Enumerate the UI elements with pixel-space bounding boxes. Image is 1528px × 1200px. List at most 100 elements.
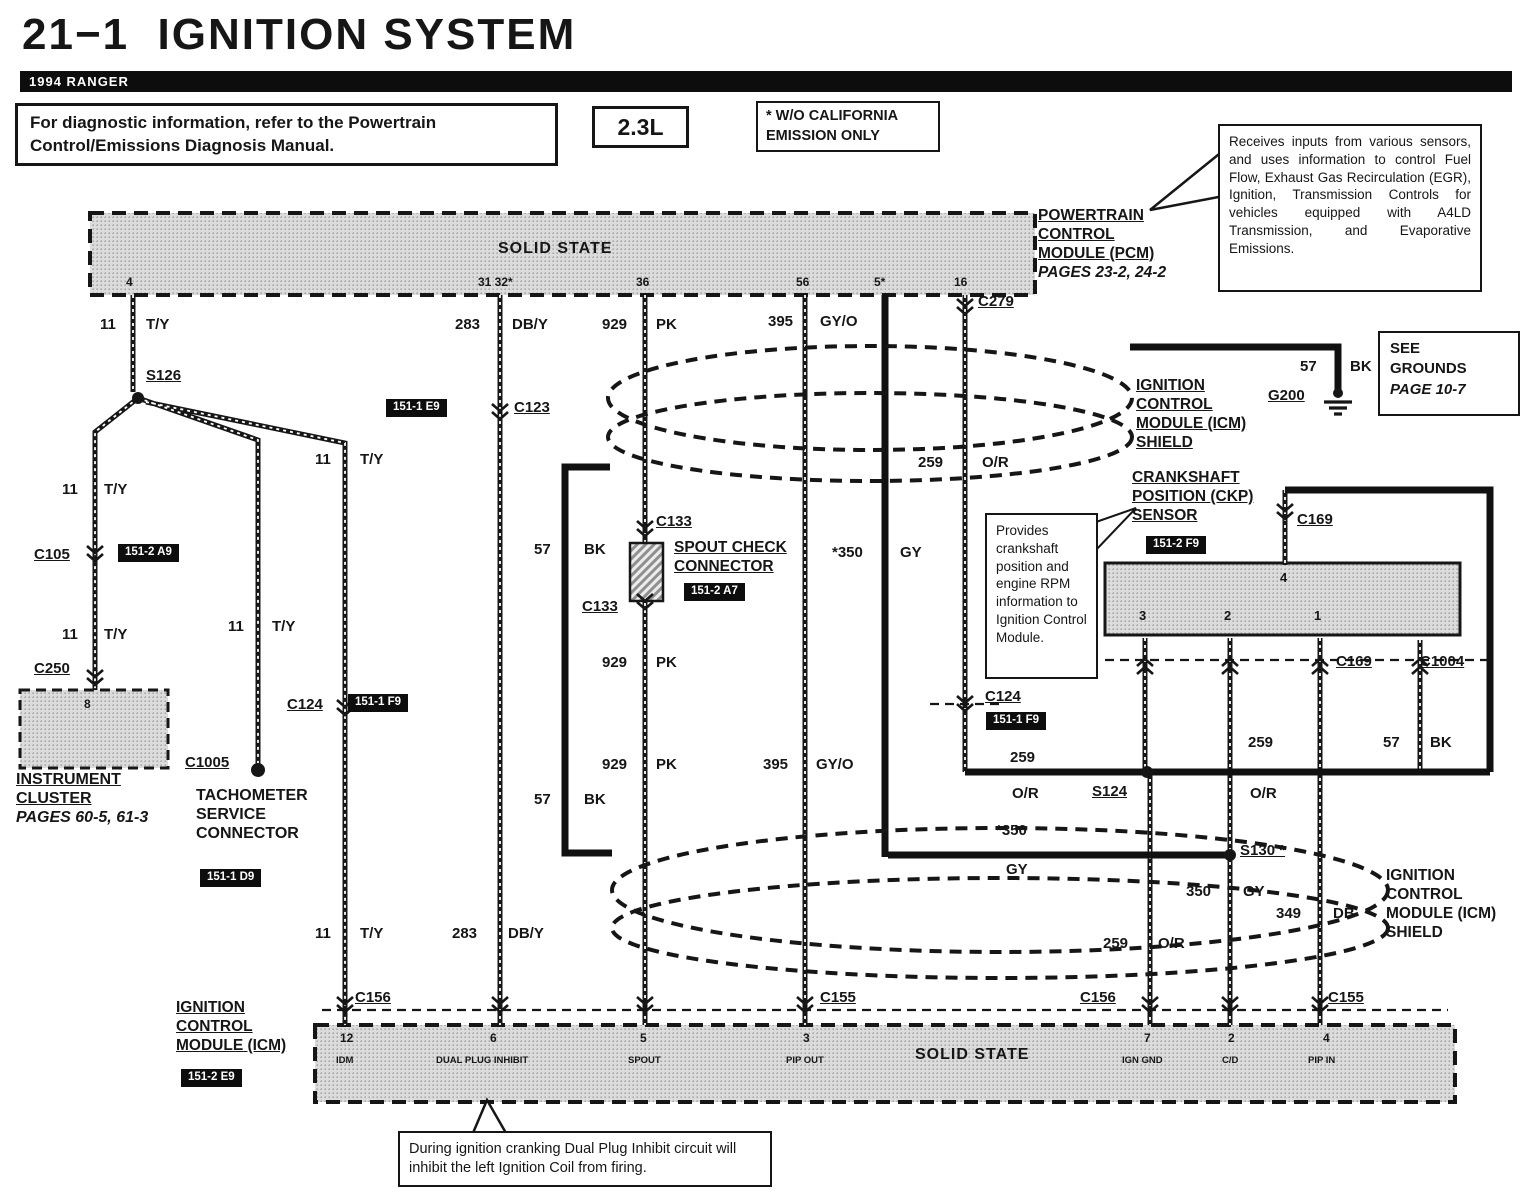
wire-label: BK [584,791,606,808]
wire-label: GY/O [820,313,858,330]
instrument-cluster-box [18,688,170,770]
connector-c155-left: C155 [820,989,856,1006]
wire-label: O/R [1158,935,1185,952]
pcm-pin-5: 5* [874,275,886,289]
pcm-pin-56: 56 [796,275,810,289]
connector-c155-right: C155 [1328,989,1364,1006]
c124-left-grid-ref: 151-1 F9 [348,694,409,712]
connector-c124-right: C124 [985,688,1021,705]
icm-pin-2: 2 [1228,1031,1235,1045]
icm-pin-name-dual-plug-inhibit: DUAL PLUG INHIBIT [436,1055,529,1066]
icm-pin-name-cd: C/D [1222,1055,1239,1066]
icm-solid-state-label: SOLID STATE [915,1046,1030,1063]
wire-label: DB [1333,905,1355,922]
wire-label: 57 [1300,358,1317,375]
ckp-note-pointer [1095,507,1137,553]
wire-label: 349 [1276,905,1302,922]
wire-label: DB/Y [508,925,544,942]
wire-label: GY/O [816,756,854,773]
connector-lines [322,658,1490,1012]
splice-s126: S126 [146,367,182,384]
connector-c169-top: C169 [1297,511,1333,528]
wire-label: BK [1430,734,1452,751]
connector-c1005: C1005 [185,754,230,771]
connector-c133-bottom: C133 [582,598,618,615]
engine-size-box: 2.3L [592,106,689,148]
wire-label: 259 [1010,749,1036,766]
ckp-pin-2: 2 [1224,608,1232,623]
connector-c156-right: C156 [1080,989,1116,1006]
cluster-pin-8: 8 [84,697,91,711]
c105-grid-ref: 151-2 A9 [118,544,179,562]
wire-label: 259 [918,454,944,471]
grounds-line-3: PAGE 10-7 [1390,380,1466,398]
ckp-pin-1: 1 [1314,608,1322,623]
wire-label: 283 [455,316,481,333]
emission-line-1: * W/O CALIFORNIA [766,108,899,124]
icm-pin-name-ign-gnd: IGN GND [1122,1055,1163,1066]
wire-label: 11 [100,316,116,333]
icm-pin-name-idm: IDM [336,1055,354,1066]
pcm-pin-36: 36 [636,275,650,289]
wire-label: DB/Y [512,316,548,333]
grounds-line-1: SEE [1390,340,1421,357]
icm-pin-name-spout: SPOUT [628,1055,661,1066]
wire-label: PK [656,654,677,671]
icm-grid-ref: 151-2 E9 [181,1069,242,1087]
ckp-pin-4: 4 [1280,570,1288,585]
icm-pin-5: 5 [640,1031,647,1045]
emission-line-2: EMISSION ONLY [766,128,880,145]
emission-note: * W/O CALIFORNIA EMISSION ONLY [756,101,940,152]
page-title: 21−1 IGNITION SYSTEM [22,10,577,59]
splice-s124: S124 [1092,783,1128,800]
wire-label: 57 [534,541,551,558]
wire-label: O/R [982,454,1009,471]
pcm-pin-4: 4 [126,275,133,289]
connector-c133-top: C133 [656,513,692,530]
shield-ellipses [606,344,1390,980]
wire-label: *350 [832,544,863,561]
wire-label: BK [1350,358,1372,375]
ckp-grid-ref: 151-2 F9 [1146,536,1207,554]
diagnostic-note: For diagnostic information, refer to the… [15,103,558,166]
connector-c279: C279 [978,293,1014,310]
icm-pin-7: 7 [1144,1031,1151,1045]
connector-c1004: C1004 [1420,653,1465,670]
connector-c124-left: C124 [287,696,323,713]
pcm-description-note: Receives inputs from various sensors, an… [1218,124,1482,292]
spout-grid-ref: 151-2 A7 [684,583,745,601]
wire-label: 283 [452,925,478,942]
wire-label: 259 [1248,734,1274,751]
ckp-pin-3: 3 [1139,608,1147,623]
pcm-solid-state-label: SOLID STATE [498,240,613,257]
wire-label: GY [1006,861,1028,878]
wire-label: T/Y [272,618,296,635]
ckp-description-note: Provides crankshaft position and engine … [985,513,1098,679]
wire-label: 929 [602,654,628,671]
dual-plug-note: During ignition cranking Dual Plug Inhib… [398,1131,772,1187]
icm-pin-name-pip-out: PIP OUT [786,1055,824,1066]
wire-label: 11 [315,925,331,942]
wire-label: T/Y [104,626,128,643]
c124-right-grid-ref: 151-1 F9 [986,712,1047,730]
spout-check-connector-box [628,541,665,603]
pcm-box [88,211,1037,297]
wire-label: GY [1243,883,1265,900]
connector-c250: C250 [34,660,70,677]
wire-label: GY [900,544,922,561]
connector-c156-left: C156 [355,989,391,1006]
see-grounds-note: SEE GROUNDS PAGE 10-7 [1378,331,1520,416]
wire-label: 57 [534,791,551,808]
wire-label: 11 [315,451,331,468]
wire-label: T/Y [360,925,384,942]
c123-grid-ref: 151-1 E9 [386,399,447,417]
shield-drain-wires [561,295,1494,859]
wire-label: 11 [228,618,244,635]
wire-label: 929 [602,316,628,333]
